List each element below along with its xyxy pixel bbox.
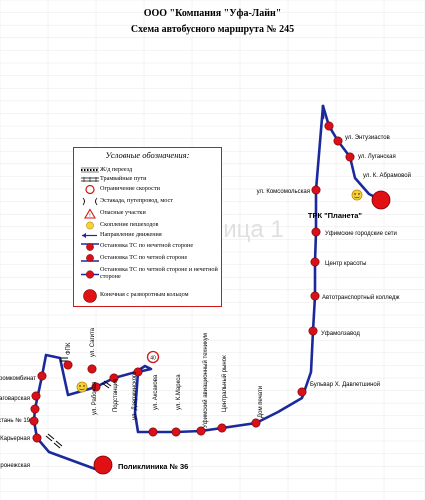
stop-label: Дом печати bbox=[258, 386, 264, 418]
stop-label: Автотранспортный колледж bbox=[322, 294, 399, 301]
bus-stop-marker bbox=[310, 291, 320, 301]
bus-stop-marker bbox=[333, 136, 343, 146]
bus-stop-marker bbox=[133, 367, 143, 377]
company-name: ООО "Компания "Уфа-Лайн" bbox=[143, 8, 282, 19]
terminal-label: Поликлиника № 36 bbox=[118, 462, 188, 471]
route-segment-main bbox=[32, 104, 325, 472]
bus-stop-marker bbox=[345, 152, 355, 162]
railway-crossing-icon bbox=[81, 167, 99, 173]
legend-item: Направление движения bbox=[78, 230, 223, 242]
bus-stop-marker bbox=[297, 387, 307, 397]
stop-label: Подстанция bbox=[113, 379, 119, 412]
stop-label: Уфимский авиационный техникум bbox=[202, 333, 209, 428]
bus-stop-marker bbox=[251, 418, 261, 428]
legend-item-label: Ж/д переезд bbox=[100, 166, 133, 173]
bus-stop-marker bbox=[30, 404, 40, 414]
legend-item-label: Скопление пешеходов bbox=[100, 221, 159, 228]
svg-text:40: 40 bbox=[150, 356, 156, 362]
stop-label: ул. К.Маркса bbox=[176, 374, 182, 410]
danger-icon: ! bbox=[84, 208, 96, 219]
stop-label: ул. Карьерная bbox=[0, 436, 30, 442]
legend-item: Эстакада, путепровод, мост bbox=[78, 196, 223, 208]
stop-odd-icon bbox=[81, 243, 99, 251]
terminal-marker bbox=[371, 190, 391, 210]
stop-even-icon bbox=[81, 254, 99, 262]
legend-title: Условные обозначения: bbox=[105, 150, 190, 160]
bus-stop-marker bbox=[91, 382, 101, 392]
stop-label: ФПК bbox=[66, 342, 72, 355]
stop-label: ул. Сагита bbox=[90, 327, 96, 357]
stop-label: Центр красоты bbox=[325, 261, 366, 267]
tram-tracks-icon bbox=[81, 177, 99, 182]
speed-limit-icon: 40 bbox=[146, 350, 160, 364]
bus-stop-marker bbox=[196, 426, 206, 436]
legend-item: Остановка ТС по четной стороне и нечетно… bbox=[78, 266, 223, 281]
stop-label: ул. Благоварская bbox=[0, 396, 30, 402]
stop-label: ул. Рабочая bbox=[92, 382, 98, 415]
bridge-icon bbox=[82, 197, 98, 206]
bus-stop-marker bbox=[311, 185, 321, 195]
terminal-label: ТРК "Планета" bbox=[308, 211, 363, 220]
stop-label: Уфимские городские сети bbox=[325, 231, 397, 237]
bus-stop-marker bbox=[29, 416, 39, 426]
bus-stop-marker bbox=[311, 227, 321, 237]
scheme-title: Схема автобусного маршрута № 245 bbox=[130, 24, 295, 35]
legend-item-label: Эстакада, путепровод, мост bbox=[100, 197, 174, 204]
terminal-marker bbox=[93, 455, 113, 475]
bus-stop-marker bbox=[31, 391, 41, 401]
legend-item-label: Остановка ТС по четной стороне bbox=[100, 254, 188, 261]
pedestrians-icon bbox=[351, 189, 363, 201]
direction-icon bbox=[82, 233, 97, 238]
pedestrians-icon bbox=[86, 221, 94, 230]
speed-limit-icon bbox=[85, 184, 95, 195]
bus-stop-marker bbox=[37, 371, 47, 381]
bus-stop-marker bbox=[310, 257, 320, 267]
railway-crossings bbox=[45, 357, 112, 449]
stop-label: ул. Комсомольская bbox=[257, 189, 310, 195]
stop-label: Центральный рынок bbox=[221, 355, 228, 412]
bus-stop-marker bbox=[308, 326, 318, 336]
bus-stop-marker bbox=[63, 360, 73, 370]
legend-item: Трамвайные пути bbox=[78, 174, 223, 186]
bus-stop-marker bbox=[324, 121, 334, 131]
legend-item: Конечная с разворотным кольцом bbox=[78, 289, 223, 303]
stop-label: ул. Дзержинского bbox=[132, 371, 138, 420]
stop-label: ул. Энтузиастов bbox=[345, 135, 390, 141]
legend-item-label: Направление движения bbox=[100, 231, 162, 238]
stop-label: ул. Воронежская bbox=[0, 463, 30, 469]
legend-box: Условные обозначения: Ж/д переезд Трамва… bbox=[73, 147, 222, 307]
legend-item: Скопление пешеходов bbox=[78, 220, 223, 232]
stop-label: ул. Луганская bbox=[358, 154, 396, 160]
stop-label: Бульвар Х. Давлетшиной bbox=[310, 381, 380, 388]
bus-stop-marker bbox=[217, 423, 227, 433]
terminal-ring-icon bbox=[83, 289, 97, 303]
bus-stop-marker bbox=[87, 364, 97, 374]
svg-text:!: ! bbox=[89, 214, 91, 219]
legend-item-label: Конечная с разворотным кольцом bbox=[100, 291, 189, 298]
legend-item-label: Трамвайные пути bbox=[100, 175, 147, 182]
bus-stop-marker bbox=[171, 427, 181, 437]
stop-label: ул. Аксакова bbox=[153, 374, 159, 410]
stop-both-icon bbox=[81, 270, 99, 279]
legend-item: Ж/д переезд bbox=[78, 165, 223, 177]
legend-item-label: Опасные участки bbox=[100, 209, 146, 216]
legend-item-label: Ограничение скорости bbox=[100, 185, 160, 192]
stop-label: Пристань № 19 bbox=[0, 417, 31, 424]
stop-label: Уфамолзавод bbox=[321, 331, 360, 337]
legend-item: Остановка ТС по четной стороне bbox=[78, 253, 223, 265]
legend-item-label: Остановка ТС по четной стороне и нечетно… bbox=[100, 266, 218, 280]
legend-item: ! Опасные участки bbox=[78, 208, 223, 220]
legend-item: Ограничение скорости bbox=[78, 184, 223, 196]
bus-stop-marker bbox=[32, 433, 42, 443]
pedestrians-icon bbox=[76, 381, 88, 393]
legend-item-label: Остановка ТС по нечетной стороне bbox=[100, 242, 194, 249]
stop-label: Промкомбинат bbox=[0, 376, 36, 382]
bus-stop-marker bbox=[109, 373, 119, 383]
bus-stop-marker bbox=[148, 427, 158, 437]
stop-label: ул. К. Абрамовой bbox=[363, 172, 411, 179]
legend-item: Остановка ТС по нечетной стороне bbox=[78, 241, 223, 253]
